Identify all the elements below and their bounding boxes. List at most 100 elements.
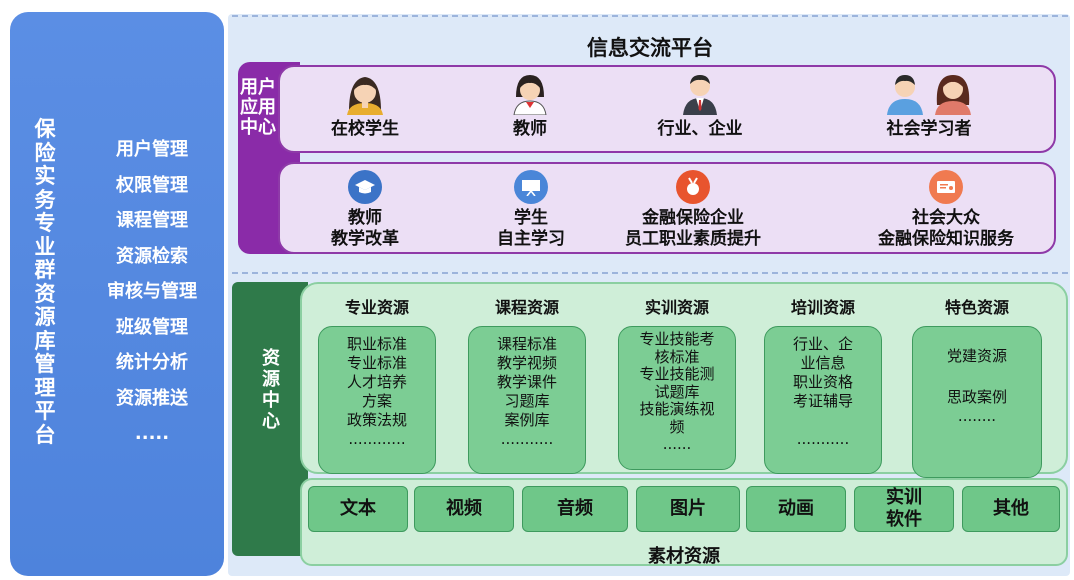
info-exchange-platform-title: 信息交流平台 xyxy=(587,36,713,60)
user-public-learners: 社会学习者 xyxy=(854,71,1004,140)
teacher-icon xyxy=(513,75,547,115)
category-item: 试题库 xyxy=(654,382,700,401)
app-teacher-reform: 教师 教学改革 xyxy=(290,170,440,250)
category-training: 培训资源 行业、企 业信息 职业资格 考证辅导 ........... xyxy=(764,294,882,474)
function-user-management: 用户管理 xyxy=(116,139,188,160)
user-business: 行业、企业 xyxy=(640,71,760,140)
materials-panel: 文本 视频 音频 图片 动画 实训软件 其他 xyxy=(300,478,1068,566)
applications-row: 教师 教学改革 学生 自主学习 金融保险企业 员工职业素质提升 社会大众 金融保… xyxy=(278,162,1056,254)
function-resource-search: 资源检索 xyxy=(116,245,188,267)
category-item: ............ xyxy=(348,430,406,448)
category-item xyxy=(765,411,881,430)
category-item: 习题库 xyxy=(504,392,550,410)
category-course-title: 课程资源 xyxy=(494,298,559,317)
function-class-management: 班级管理 xyxy=(116,316,188,338)
function-statistics: 统计分析 xyxy=(116,352,188,373)
category-training-practice: 实训资源 专业技能考 核标准 专业技能测 试题库 技能演练视 频 ...... xyxy=(618,294,736,470)
user-business-label: 行业、企业 xyxy=(657,119,743,139)
category-professional-title: 专业资源 xyxy=(344,298,409,317)
material-training-software-label: 实训软件 xyxy=(886,487,922,530)
category-training-box: 行业、企 业信息 职业资格 考证辅导 ........... xyxy=(764,326,882,474)
category-featured-box: 党建资源 思政案例 ........ xyxy=(912,326,1042,478)
category-item: 思政案例 xyxy=(946,388,1007,406)
material-other: 其他 xyxy=(962,486,1060,532)
category-item: 核标准 xyxy=(654,347,700,366)
category-item xyxy=(913,366,1041,388)
user-teacher-label: 教师 xyxy=(513,119,547,139)
material-text: 文本 xyxy=(308,486,408,532)
certificate-icon xyxy=(929,170,963,204)
function-review-management: 审核与管理 xyxy=(107,281,197,302)
material-image: 图片 xyxy=(636,486,740,532)
users-row: 在校学生 教师 行业、企业 xyxy=(278,65,1056,153)
function-permission-management: 权限管理 xyxy=(116,174,188,196)
category-item: 频 xyxy=(669,417,685,436)
category-item: 业信息 xyxy=(800,354,846,372)
function-course-management: 课程管理 xyxy=(116,210,188,231)
category-item: 教学课件 xyxy=(496,373,557,391)
student-icon xyxy=(347,77,383,115)
presentation-board-icon xyxy=(514,170,548,204)
app-public-knowledge-line2: 金融保险知识服务 xyxy=(878,229,1014,249)
category-item: ........ xyxy=(957,407,997,425)
app-public-knowledge-line1: 社会大众 xyxy=(912,208,980,228)
category-item: ........... xyxy=(796,430,850,448)
category-training-practice-title: 实训资源 xyxy=(644,298,709,317)
category-item: 政策法规 xyxy=(346,411,407,429)
category-training-title: 培训资源 xyxy=(790,298,855,317)
user-public-learners-label: 社会学习者 xyxy=(886,119,972,139)
management-platform-panel xyxy=(10,12,224,576)
app-teacher-reform-line2: 教学改革 xyxy=(331,229,399,249)
category-item: 教学视频 xyxy=(496,354,557,372)
management-function-list: 用户管理 权限管理 课程管理 资源检索 审核与管理 班级管理 统计分析 资源推送… xyxy=(80,132,224,452)
category-item: 课程标准 xyxy=(496,335,557,353)
user-student: 在校学生 xyxy=(300,71,430,140)
management-platform-title: 保险实务专业群资源库管理平台 xyxy=(34,117,56,447)
category-professional-box: 职业标准 专业标准 人才培养 方案 政策法规 ............ xyxy=(318,326,436,474)
function-resource-push: 资源推送 xyxy=(116,387,188,409)
category-item: 案例库 xyxy=(504,411,550,429)
material-animation: 动画 xyxy=(746,486,846,532)
app-student-self-study-line2: 自主学习 xyxy=(497,229,565,249)
material-video: 视频 xyxy=(414,486,514,532)
category-featured: 特色资源 党建资源 思政案例 ........ xyxy=(912,294,1042,478)
medal-icon xyxy=(676,170,710,204)
category-featured-title: 特色资源 xyxy=(944,298,1009,317)
top-dashed-divider xyxy=(232,15,1068,17)
category-item: 职业资格 xyxy=(792,373,853,391)
middle-dashed-divider xyxy=(232,272,1068,274)
app-enterprise-training-line1: 金融保险企业 xyxy=(642,208,744,228)
category-item: 专业标准 xyxy=(346,354,407,372)
app-enterprise-training-line2: 员工职业素质提升 xyxy=(625,229,761,249)
graduation-cap-icon xyxy=(348,170,382,204)
material-audio: 音频 xyxy=(522,486,628,532)
category-item: 行业、企 xyxy=(792,335,853,353)
category-item: 方案 xyxy=(361,392,392,410)
app-student-self-study: 学生 自主学习 xyxy=(456,170,606,250)
public-learners-icon xyxy=(887,75,971,115)
business-person-icon xyxy=(683,75,717,115)
category-item: 专业技能考 xyxy=(639,330,715,348)
category-course-box: 课程标准 教学视频 教学课件 习题库 案例库 ........... xyxy=(468,326,586,474)
app-public-knowledge: 社会大众 金融保险知识服务 xyxy=(846,170,1046,250)
function-more: ..... xyxy=(134,423,170,444)
materials-title: 素材资源 xyxy=(648,546,720,567)
material-training-software: 实训软件 xyxy=(854,486,954,532)
category-item: 职业标准 xyxy=(346,335,407,353)
user-teacher: 教师 xyxy=(490,71,570,140)
category-item: 人才培养 xyxy=(346,373,407,391)
resource-center-side-bar xyxy=(232,282,308,556)
app-teacher-reform-line1: 教师 xyxy=(348,208,382,228)
category-item: ...... xyxy=(662,435,692,453)
user-student-label: 在校学生 xyxy=(331,119,399,139)
category-item: ........... xyxy=(500,430,554,448)
category-training-practice-box: 专业技能考 核标准 专业技能测 试题库 技能演练视 频 ...... xyxy=(618,326,736,470)
resource-center-label: 资源中心 xyxy=(262,348,280,432)
app-center-label: 用户应用中心 xyxy=(240,77,276,138)
category-course: 课程资源 课程标准 教学视频 教学课件 习题库 案例库 ........... xyxy=(468,294,586,474)
category-item: 技能演练视 xyxy=(639,400,715,418)
category-item: 考证辅导 xyxy=(792,392,853,410)
category-item xyxy=(913,339,1041,347)
category-professional: 专业资源 职业标准 专业标准 人才培养 方案 政策法规 ............ xyxy=(318,294,436,474)
resource-categories-panel: 专业资源 职业标准 专业标准 人才培养 方案 政策法规 ............… xyxy=(300,282,1068,478)
